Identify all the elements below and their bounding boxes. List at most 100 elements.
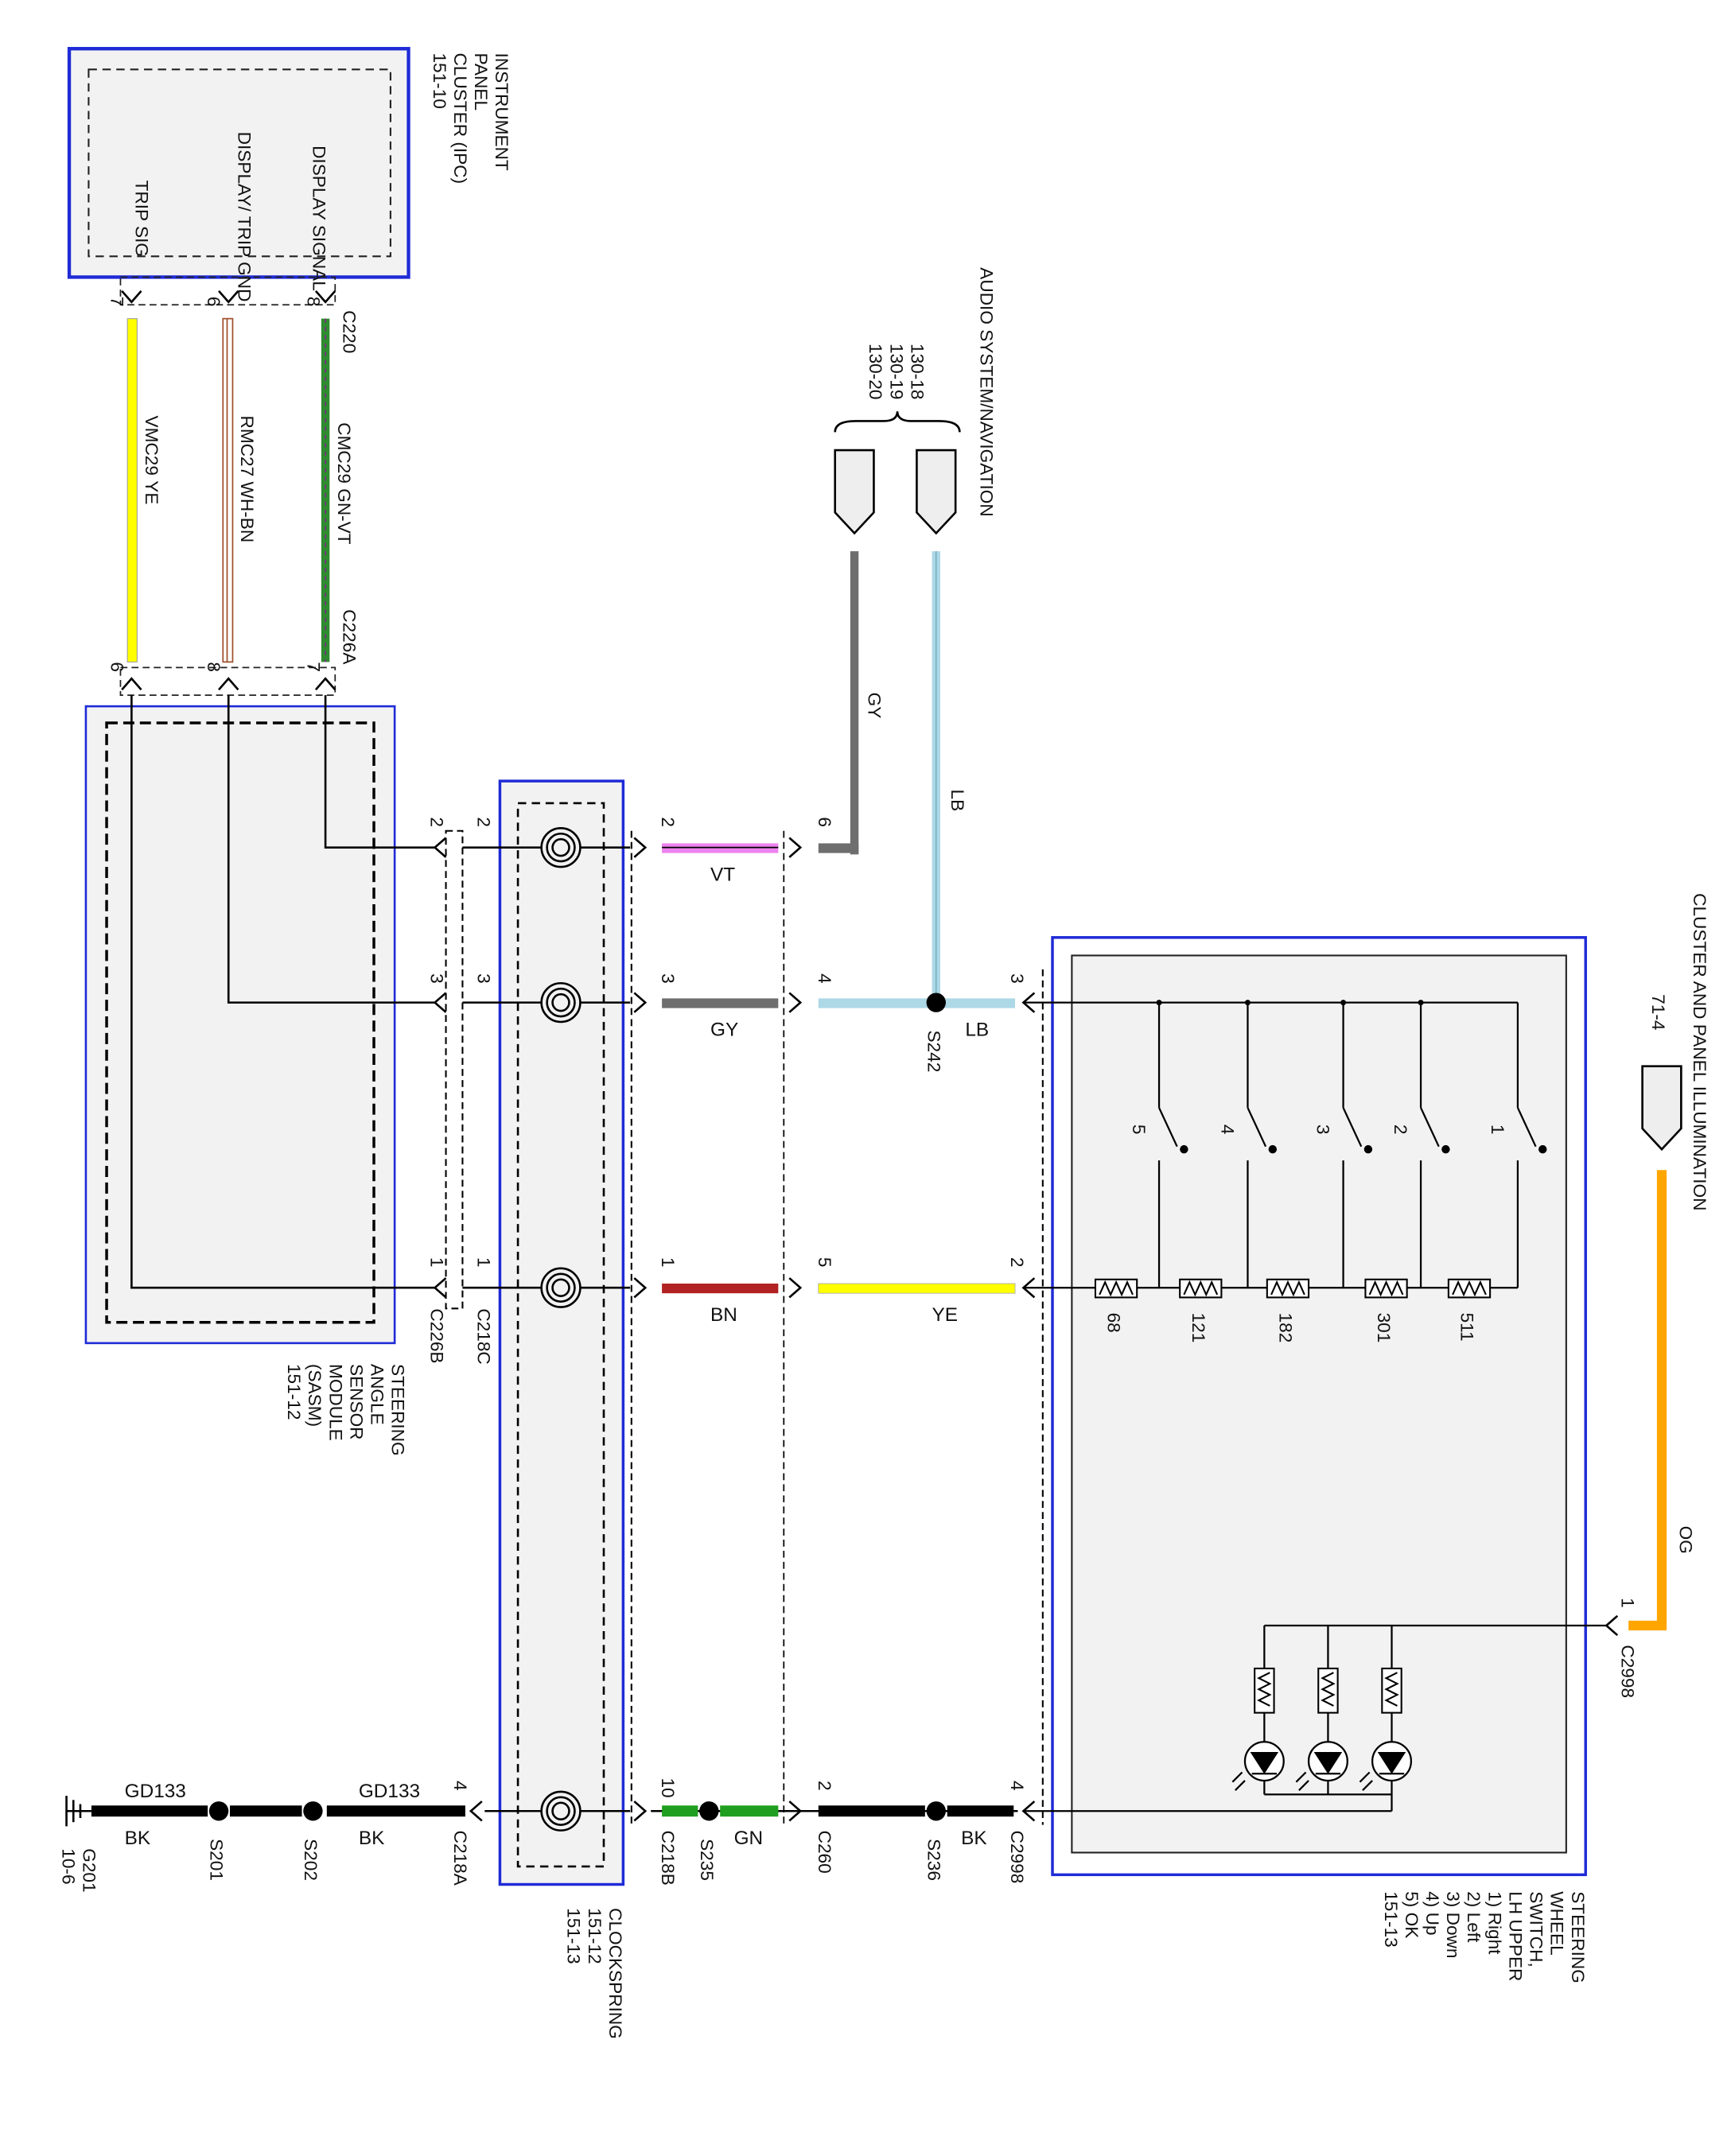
resistor-301: 301 xyxy=(1374,1313,1394,1343)
c2998-top-label: C2998 xyxy=(1617,1645,1637,1698)
wire-cmc29-gnvt xyxy=(321,318,330,662)
illumination-connector xyxy=(1641,1065,1682,1152)
s201-label: S201 xyxy=(207,1839,227,1881)
c220-pin-8: 8 xyxy=(303,297,323,307)
c226b-pin-3: 3 xyxy=(426,973,446,984)
label-bk-gnd-2: BK xyxy=(125,1828,151,1849)
c218a-pin-arrow xyxy=(469,1801,483,1822)
resistor-icon xyxy=(1094,1278,1138,1299)
label-ye-sw: YE xyxy=(932,1304,959,1326)
switch-pin-3: 3 xyxy=(1007,973,1027,984)
wire-bk-sw-1 xyxy=(818,1805,925,1817)
audio-pin-5: 5 xyxy=(815,1257,834,1268)
resistor-icon xyxy=(1254,1667,1275,1714)
svg-text:130-20: 130-20 xyxy=(866,344,885,399)
coil-icon xyxy=(540,1267,582,1308)
c226a-pin-7: 7 xyxy=(303,662,323,672)
audio-pin-4: 4 xyxy=(815,973,834,984)
wire-gy-audio xyxy=(850,551,859,855)
c218b-pin-arrows xyxy=(633,837,648,1822)
wire-lb-sw2 xyxy=(936,998,1016,1008)
c2998-top-pin-arrow xyxy=(1605,1614,1619,1637)
svg-text:STEERING: STEERING xyxy=(1568,1891,1588,1983)
svg-text:CLOCKSPRING: CLOCKSPRING xyxy=(605,1908,625,2039)
resistor-icon xyxy=(1364,1278,1408,1299)
c2998-bottom-label: C2998 xyxy=(1007,1831,1027,1884)
resistor-icon xyxy=(1447,1278,1492,1299)
switch-contacts xyxy=(1156,1000,1547,1154)
g201-ref: 10-6 xyxy=(58,1848,78,1884)
ipc-pin-display-signal: DISPLAY SIGNAL xyxy=(309,146,329,291)
wire-gn-1 xyxy=(662,1805,698,1817)
wire-lb-sw1 xyxy=(818,998,936,1008)
resistors xyxy=(1094,1278,1492,1299)
audio-pin-6: 6 xyxy=(815,817,834,827)
svg-text:CLUSTER (IPC): CLUSTER (IPC) xyxy=(450,52,470,184)
label-gd133-a: GD133 xyxy=(359,1781,420,1802)
ipc-label: INSTRUMENT PANEL CLUSTER (IPC) 151-10 xyxy=(430,52,512,184)
switch-number-3: 3 xyxy=(1313,1125,1333,1135)
svg-text:SENSOR: SENSOR xyxy=(346,1364,366,1440)
c226a-pin-8: 8 xyxy=(204,662,224,672)
coil-icon xyxy=(540,1790,582,1832)
c218c-label: C218C xyxy=(474,1308,494,1364)
label-vt: VT xyxy=(710,864,735,885)
svg-text:SWITCH,: SWITCH, xyxy=(1527,1891,1546,1968)
switch-pin-arrows xyxy=(1021,992,1036,1822)
c218b-pin-10: 10 xyxy=(658,1777,678,1797)
label-bn: BN xyxy=(710,1304,737,1326)
label-cmc29-gnvt: CMC29 GN-VT xyxy=(334,422,354,545)
svg-text:151-12: 151-12 xyxy=(284,1364,304,1420)
svg-text:151-13: 151-13 xyxy=(564,1908,584,1964)
svg-text:4) Up: 4) Up xyxy=(1422,1891,1442,1935)
clockspring-module xyxy=(498,779,625,1886)
svg-text:INSTRUMENT: INSTRUMENT xyxy=(492,52,512,170)
illumination-ref: 71-4 xyxy=(1648,994,1668,1030)
c218b-pin-2: 2 xyxy=(658,817,678,827)
c220-label: C220 xyxy=(340,310,360,353)
resistor-182: 182 xyxy=(1275,1313,1295,1343)
sasm-label: STEERING ANGLE SENSOR MODULE (SASM) 151-… xyxy=(284,1364,408,1456)
wire-ye-sw xyxy=(818,1283,1016,1294)
splice-s202 xyxy=(303,1801,323,1821)
c218c-connector-outline xyxy=(445,829,464,1310)
switch-label: STEERING WHEEL SWITCH, LH UPPER 1) Right… xyxy=(1381,1891,1588,1983)
switch-module xyxy=(1051,936,1587,1877)
resistor-121: 121 xyxy=(1188,1313,1208,1343)
c226b-pin-2: 2 xyxy=(426,817,446,827)
svg-text:151-10: 151-10 xyxy=(430,52,449,108)
s235-label: S235 xyxy=(697,1839,717,1881)
wire-og xyxy=(1628,1170,1667,1631)
c226b-pin-arrows xyxy=(433,837,447,1299)
svg-text:MODULE: MODULE xyxy=(325,1364,345,1441)
ipc-pin-trip-sig: TRIP SIG xyxy=(132,181,152,257)
wire-gn-2 xyxy=(720,1805,779,1817)
clockspring-label: CLOCKSPRING 151-12 151-13 xyxy=(564,1908,625,2039)
label-bk-gnd-1: BK xyxy=(359,1828,385,1849)
led-icon xyxy=(1359,1741,1413,1791)
resistor-511: 511 xyxy=(1457,1313,1477,1342)
c226a-label: C226A xyxy=(340,609,360,665)
splice-s235 xyxy=(699,1801,719,1821)
c260-label: C260 xyxy=(815,1831,834,1874)
ground-icon xyxy=(65,1796,91,1827)
switch-led-wiring xyxy=(1263,1624,1607,1812)
resistor-icon xyxy=(1317,1667,1339,1714)
led-resistors xyxy=(1254,1667,1402,1714)
label-gy-audio: GY xyxy=(864,693,884,719)
c226b-pin-1: 1 xyxy=(426,1257,446,1268)
splice-s201 xyxy=(208,1801,229,1821)
sasm-internal-wires xyxy=(130,695,437,1289)
c218a-pin-4: 4 xyxy=(450,1781,470,1791)
wire-gy-mid xyxy=(662,998,779,1008)
c226a-pin-arrows xyxy=(121,677,336,691)
s236-label: S236 xyxy=(924,1839,943,1881)
c218b-pin-1: 1 xyxy=(658,1257,678,1268)
c226a-pin-6: 6 xyxy=(107,662,126,672)
c260-pin-arrows xyxy=(788,837,803,1822)
switch-pin-4: 4 xyxy=(1007,1781,1027,1791)
wire-bk-gnd-2 xyxy=(229,1805,302,1817)
resistor-icon xyxy=(1266,1278,1310,1299)
resistor-icon xyxy=(1381,1667,1402,1714)
switch-pin-2: 2 xyxy=(1007,1257,1027,1268)
